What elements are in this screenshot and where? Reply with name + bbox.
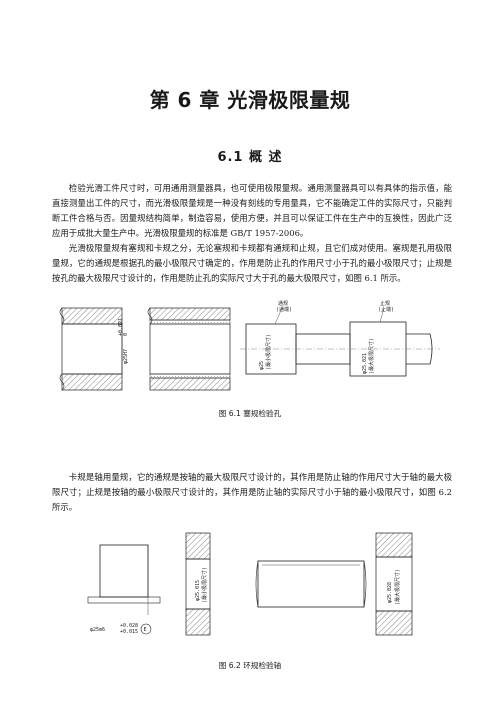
shaft: φ25m6 +0.028 +0.015 E <box>87 544 161 635</box>
ring-gauge-go: φ25.015 (最小极限尺寸) <box>185 532 211 636</box>
paragraph-snap-gauge: 卡规是轴用量规，它的通规是按轴的最大极限尺寸设计的，其作用是防止轴的作用尺寸大于… <box>52 472 452 512</box>
ring-gauge-nogo: φ25.028 (最大极限尺寸) <box>375 532 413 636</box>
ring1-dim-text: φ25.015 <box>195 580 201 601</box>
shaft-tol-lower: +0.015 <box>120 629 138 635</box>
hole-tol-lower: 0 <box>123 333 129 336</box>
shaft-long <box>255 560 367 608</box>
paragraph-intro: 检验光滑工件尺寸时，可用通用测量器具，也可使用极限量规。通用测量器具可以有具体的… <box>52 183 452 238</box>
figure-ring-gauge: φ25m6 +0.028 +0.015 E φ25.015 (最小极限尺寸) φ… <box>87 532 413 636</box>
figure-2-caption: 图 6.2 环规检验轴 <box>218 661 282 670</box>
workpiece-hole <box>59 307 123 391</box>
ring2-dim-text: φ25.028 <box>387 582 393 603</box>
hole-tol-upper: +0.021 <box>118 318 124 336</box>
shaft-tol-upper: +0.028 <box>120 623 138 629</box>
gauge-in-hole <box>147 307 231 391</box>
nogo-label: 止规 <box>380 300 390 307</box>
nogo-note: (最大极限尺寸) <box>368 338 375 374</box>
envelope-symbol: E <box>144 627 147 633</box>
go-dim-text: φ25 <box>259 361 265 370</box>
ring1-note: (最小极限尺寸) <box>201 567 208 603</box>
figure-1-caption: 图 6.1 塞规检验孔 <box>218 409 282 418</box>
nogo-sub-label: (止端) <box>378 306 394 313</box>
shaft-dim-text: φ25m6 <box>90 627 105 633</box>
ring2-note: (最大极限尺寸) <box>394 569 401 605</box>
go-sub-label: (通端) <box>276 306 292 313</box>
figure-plug-gauge: φ25H7 +0.021 0 通规 (通端) φ25 (最小极限尺寸) 止规 (… <box>59 300 440 391</box>
nogo-dim-text: φ25.021 <box>362 353 368 374</box>
go-label: 通规 <box>278 300 288 307</box>
paragraph-plug-gauge: 光滑极限量规有塞规和卡规之分，无论塞规和卡规都有通规和止规，且它们成对使用。塞规… <box>52 243 452 283</box>
section-title: 6.1 概 述 <box>217 150 283 165</box>
hole-dimension: φ25H7 +0.021 0 <box>118 318 129 374</box>
plug-gauge <box>240 321 440 377</box>
go-end-label: 通规 (通端) φ25 (最小极限尺寸) <box>259 300 292 370</box>
chapter-title: 第 6 章 光滑极限量规 <box>149 88 351 112</box>
nogo-end-label: 止规 (止端) φ25.021 (最大极限尺寸) <box>362 300 394 374</box>
hole-dim-text: φ25H7 <box>123 349 129 364</box>
go-note: (最小极限尺寸) <box>265 334 272 370</box>
